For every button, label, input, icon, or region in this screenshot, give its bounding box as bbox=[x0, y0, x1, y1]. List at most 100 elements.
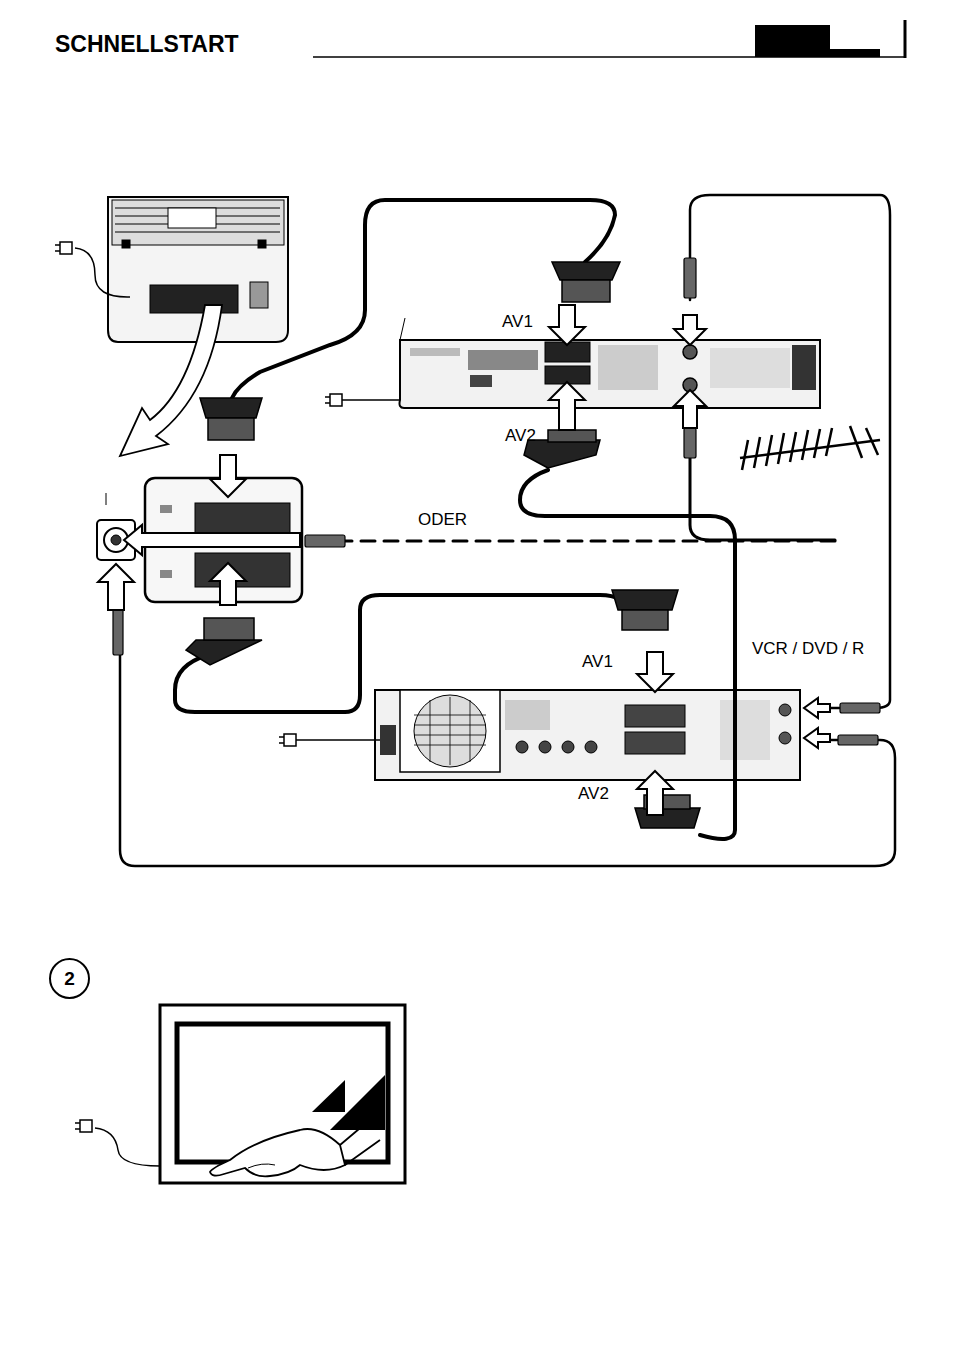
cable bbox=[120, 195, 895, 866]
tv-rear bbox=[258, 240, 266, 248]
antenna-symbol bbox=[866, 428, 878, 455]
tv-rear bbox=[112, 200, 284, 245]
tv-rear bbox=[55, 242, 72, 254]
coax-plug bbox=[113, 258, 880, 745]
receiver-rear bbox=[400, 340, 821, 408]
header-bar bbox=[830, 25, 880, 49]
direction-arrow bbox=[674, 390, 706, 428]
recorder-rear bbox=[779, 732, 791, 744]
tv-rear bbox=[55, 197, 288, 456]
antenna-symbol bbox=[766, 435, 772, 466]
scart-plug bbox=[552, 262, 620, 280]
tv-connector-panel bbox=[106, 493, 107, 505]
tv-front bbox=[340, 1118, 380, 1165]
scart-plug bbox=[200, 398, 262, 418]
antenna-symbol bbox=[778, 433, 784, 464]
recorder-rear bbox=[625, 705, 685, 727]
recorder-rear bbox=[539, 741, 551, 753]
antenna-symbol bbox=[742, 440, 748, 470]
tv-front bbox=[210, 1129, 345, 1176]
tv-rear bbox=[122, 240, 130, 248]
receiver-rear bbox=[468, 350, 538, 370]
direction-arrow bbox=[804, 698, 830, 718]
antenna-symbol bbox=[826, 428, 832, 456]
tv-connector-panel bbox=[160, 505, 172, 513]
recorder-rear bbox=[779, 704, 791, 716]
tv-rear bbox=[120, 305, 222, 456]
recorder-rear bbox=[380, 725, 396, 755]
coax-plug bbox=[684, 258, 696, 298]
tv-rear bbox=[75, 248, 130, 297]
receiver-rear bbox=[598, 345, 658, 390]
receiver-rear bbox=[400, 318, 405, 340]
direction-arrow bbox=[98, 305, 830, 815]
scart-plug bbox=[635, 808, 700, 828]
cable bbox=[690, 455, 835, 540]
coax-plug bbox=[838, 735, 878, 745]
scart-plug bbox=[548, 430, 596, 442]
step-number: 2 bbox=[64, 968, 75, 990]
scart-plug bbox=[622, 610, 668, 630]
receiver-rear bbox=[340, 399, 400, 401]
tv-front bbox=[95, 1128, 160, 1166]
tv-front bbox=[312, 1075, 385, 1130]
receiver-rear bbox=[410, 348, 460, 356]
header-bar bbox=[755, 25, 880, 57]
recorder-rear bbox=[400, 690, 500, 772]
tv-rear bbox=[115, 232, 280, 233]
coax-plug bbox=[840, 703, 880, 713]
direction-arrow bbox=[637, 652, 673, 692]
recorder-rear bbox=[414, 697, 486, 765]
page-title: SCHNELLSTART bbox=[55, 33, 239, 56]
recorder-rear bbox=[562, 741, 574, 753]
tv-rear bbox=[108, 197, 288, 342]
header-bar bbox=[313, 20, 905, 58]
tv-front bbox=[75, 1005, 405, 1183]
tv-rear bbox=[168, 208, 216, 228]
direction-arrow bbox=[674, 315, 706, 345]
receiver-rear bbox=[325, 394, 342, 406]
scart-plug bbox=[208, 418, 254, 440]
tv-connector-panel bbox=[160, 570, 172, 578]
coax-plug bbox=[305, 535, 345, 547]
recorder-rear bbox=[585, 741, 597, 753]
direction-arrow bbox=[804, 728, 830, 748]
direction-arrow bbox=[549, 382, 585, 430]
socket-label: AV1 bbox=[582, 653, 613, 670]
recorder-rear bbox=[505, 700, 550, 730]
scart-plug bbox=[524, 440, 600, 468]
device-label: VCR / DVD / R bbox=[752, 640, 864, 657]
receiver-rear bbox=[710, 348, 790, 388]
recorder-rear bbox=[720, 700, 770, 760]
socket-label: AV2 bbox=[578, 785, 609, 802]
tv-front bbox=[75, 1120, 92, 1132]
tv-front bbox=[160, 1005, 405, 1183]
header-bar bbox=[904, 20, 907, 58]
recorder-rear bbox=[625, 732, 685, 754]
antenna-symbol bbox=[790, 432, 796, 462]
step-number-circle: 2 bbox=[49, 958, 90, 999]
recorder-rear bbox=[279, 734, 296, 746]
scart-plug bbox=[186, 640, 262, 665]
cable bbox=[232, 200, 615, 398]
direction-arrow bbox=[549, 305, 585, 345]
tv-rear bbox=[250, 282, 268, 308]
scart-plug bbox=[562, 280, 610, 302]
tv-front bbox=[248, 1164, 275, 1168]
receiver-rear bbox=[683, 345, 697, 359]
cable bbox=[690, 195, 890, 708]
antenna-symbol bbox=[740, 426, 880, 470]
direction-arrow bbox=[637, 771, 673, 815]
cable bbox=[120, 610, 895, 866]
direction-arrow bbox=[124, 525, 300, 555]
tv-rear bbox=[150, 285, 238, 313]
direction-arrow bbox=[210, 455, 246, 497]
recorder-rear bbox=[295, 739, 380, 741]
tv-connector-panel bbox=[111, 535, 121, 545]
coax-plug bbox=[684, 428, 696, 458]
receiver-rear bbox=[792, 345, 816, 390]
scart-plug bbox=[612, 590, 678, 610]
receiver-rear bbox=[470, 375, 492, 387]
